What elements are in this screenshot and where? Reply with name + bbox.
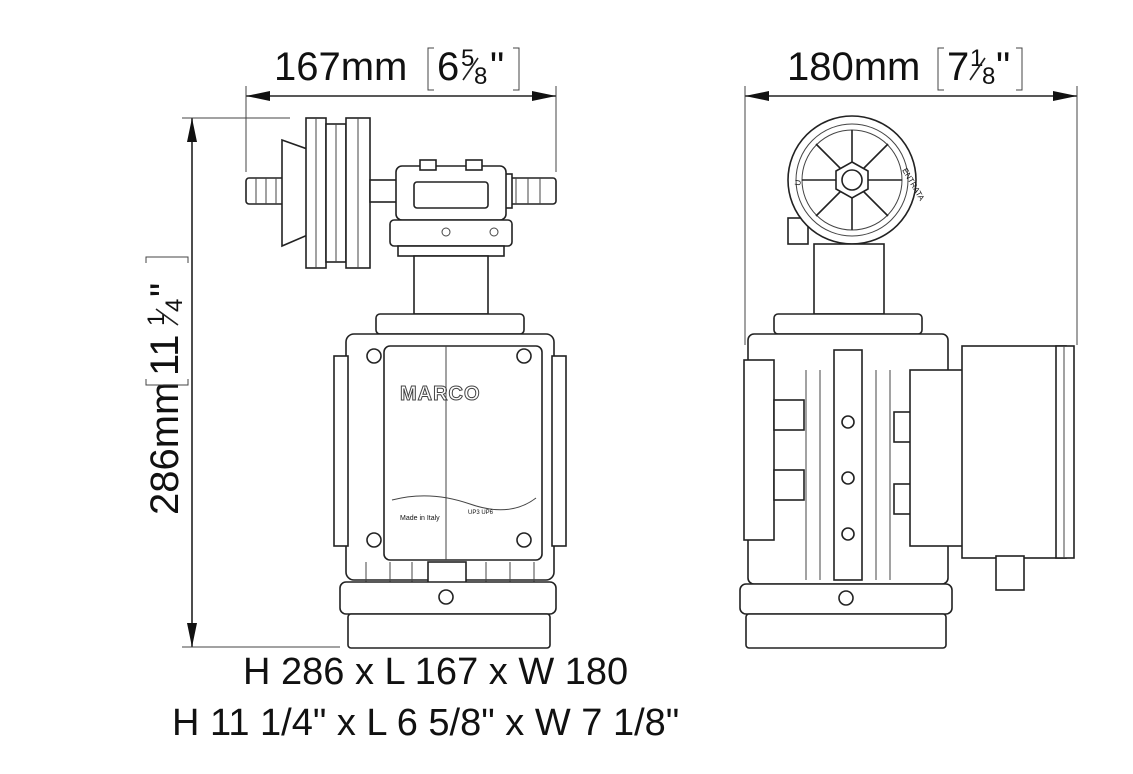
cable-gland	[427, 561, 467, 585]
height-fraction-slash	[155, 308, 179, 326]
front-view-pump: MARCO Made in Italy UP3 UP6	[245, 117, 567, 649]
corner-screw-bl	[366, 532, 382, 548]
motor-body: MARCO Made in Italy UP3 UP6	[333, 333, 567, 581]
pump-neck	[413, 255, 489, 315]
length-bracket-right	[513, 47, 520, 91]
corner-screw-br	[516, 532, 532, 548]
length-dimension: 167mm 6 5 8 "	[245, 45, 557, 172]
height-imperial-den: 4	[161, 299, 188, 312]
height-imperial-whole: 11	[143, 334, 187, 376]
length-fraction-slash	[462, 57, 479, 81]
width-imperial-den: 8	[982, 63, 995, 90]
height-metric: 286mm	[143, 382, 187, 515]
length-arrow-right	[532, 91, 556, 101]
width-dimension: 180mm 7 1 8 "	[744, 45, 1078, 345]
summary-imperial: H 11 1/4" x L 6 5/8" x W 7 1/8"	[172, 702, 679, 744]
motor-base	[339, 581, 557, 649]
corner-screw-tr	[516, 348, 532, 364]
brand-logo: MARCO	[400, 383, 481, 405]
length-imperial-num: 5	[461, 45, 474, 72]
height-bracket-left	[145, 379, 189, 386]
length-imperial-whole: 6	[437, 45, 459, 89]
length-arrow-left	[246, 91, 270, 101]
motor-top-flange	[375, 313, 525, 335]
width-arrow-right	[1053, 91, 1077, 101]
width-imperial-whole: 7	[947, 45, 969, 89]
u-label: U	[793, 179, 803, 186]
strainer-wheel: ENTRATA U	[787, 115, 926, 245]
width-fraction-slash	[969, 57, 986, 81]
side-neck	[813, 243, 885, 315]
summary-metric: H 286 x L 167 x W 180	[243, 651, 628, 693]
width-inch-mark: "	[996, 45, 1010, 89]
side-cable-gland	[995, 555, 1025, 591]
outlet-hose-barb	[499, 173, 557, 209]
height-inch-mark: "	[143, 283, 187, 297]
width-bracket-right	[1016, 47, 1023, 91]
height-arrow-top	[187, 118, 197, 142]
side-motor-body	[743, 333, 949, 585]
pump-head	[389, 159, 513, 257]
side-top-flange	[773, 313, 923, 335]
terminal-box	[909, 345, 1075, 591]
side-view-pump: ENTRATA U	[739, 115, 1075, 649]
made-in-label: Made in Italy	[400, 515, 440, 522]
side-motor-base	[739, 583, 953, 649]
length-imperial-den: 8	[474, 63, 487, 90]
inline-strainer	[281, 117, 401, 269]
height-imperial-num: 1	[143, 313, 170, 326]
width-metric: 180mm	[787, 45, 920, 89]
width-arrow-left	[745, 91, 769, 101]
height-dimension: 286mm 11 1 4 "	[143, 117, 340, 648]
corner-screw-tl	[366, 348, 382, 364]
height-bracket-right	[145, 256, 189, 263]
width-bracket-left	[937, 47, 944, 91]
length-metric: 167mm	[274, 45, 407, 89]
height-arrow-bottom	[187, 623, 197, 647]
length-bracket-left	[427, 47, 434, 91]
model-plate-label: UP3 UP6	[468, 510, 494, 516]
length-inch-mark: "	[490, 45, 504, 89]
